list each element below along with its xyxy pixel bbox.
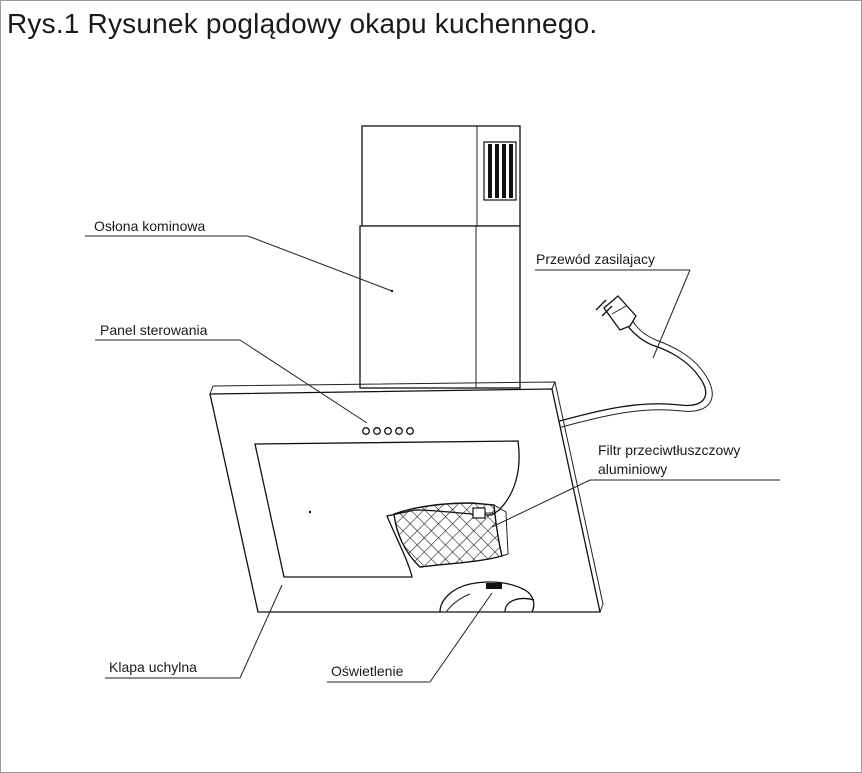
label-oswietlenie: Oświetlenie [331,663,404,679]
label-filtr-line2: aluminiowy [598,461,667,477]
grease-filter [393,502,509,568]
marker-dot [390,289,394,293]
vent-grille [483,141,517,201]
label-filtr-line1: Filtr przeciwtłuszczowy [598,442,740,458]
leader-lines [85,235,780,683]
label-przewod-zasilajacy: Przewód zasilajacy [536,251,655,267]
chimney-cover [359,125,521,389]
figure-title: Rys.1 Rysunek poglądowy okapu kuchennego… [7,8,598,39]
marker-dot [308,510,312,514]
power-plug [595,295,637,331]
label-panel-sterowania: Panel sterowania [100,322,208,338]
power-cable [555,317,713,429]
control-buttons [362,427,414,435]
light-cutout [439,581,535,613]
label-klapa-uchylna: Klapa uchylna [109,659,197,675]
label-oslona-kominowa: Osłona kominowa [94,218,205,234]
